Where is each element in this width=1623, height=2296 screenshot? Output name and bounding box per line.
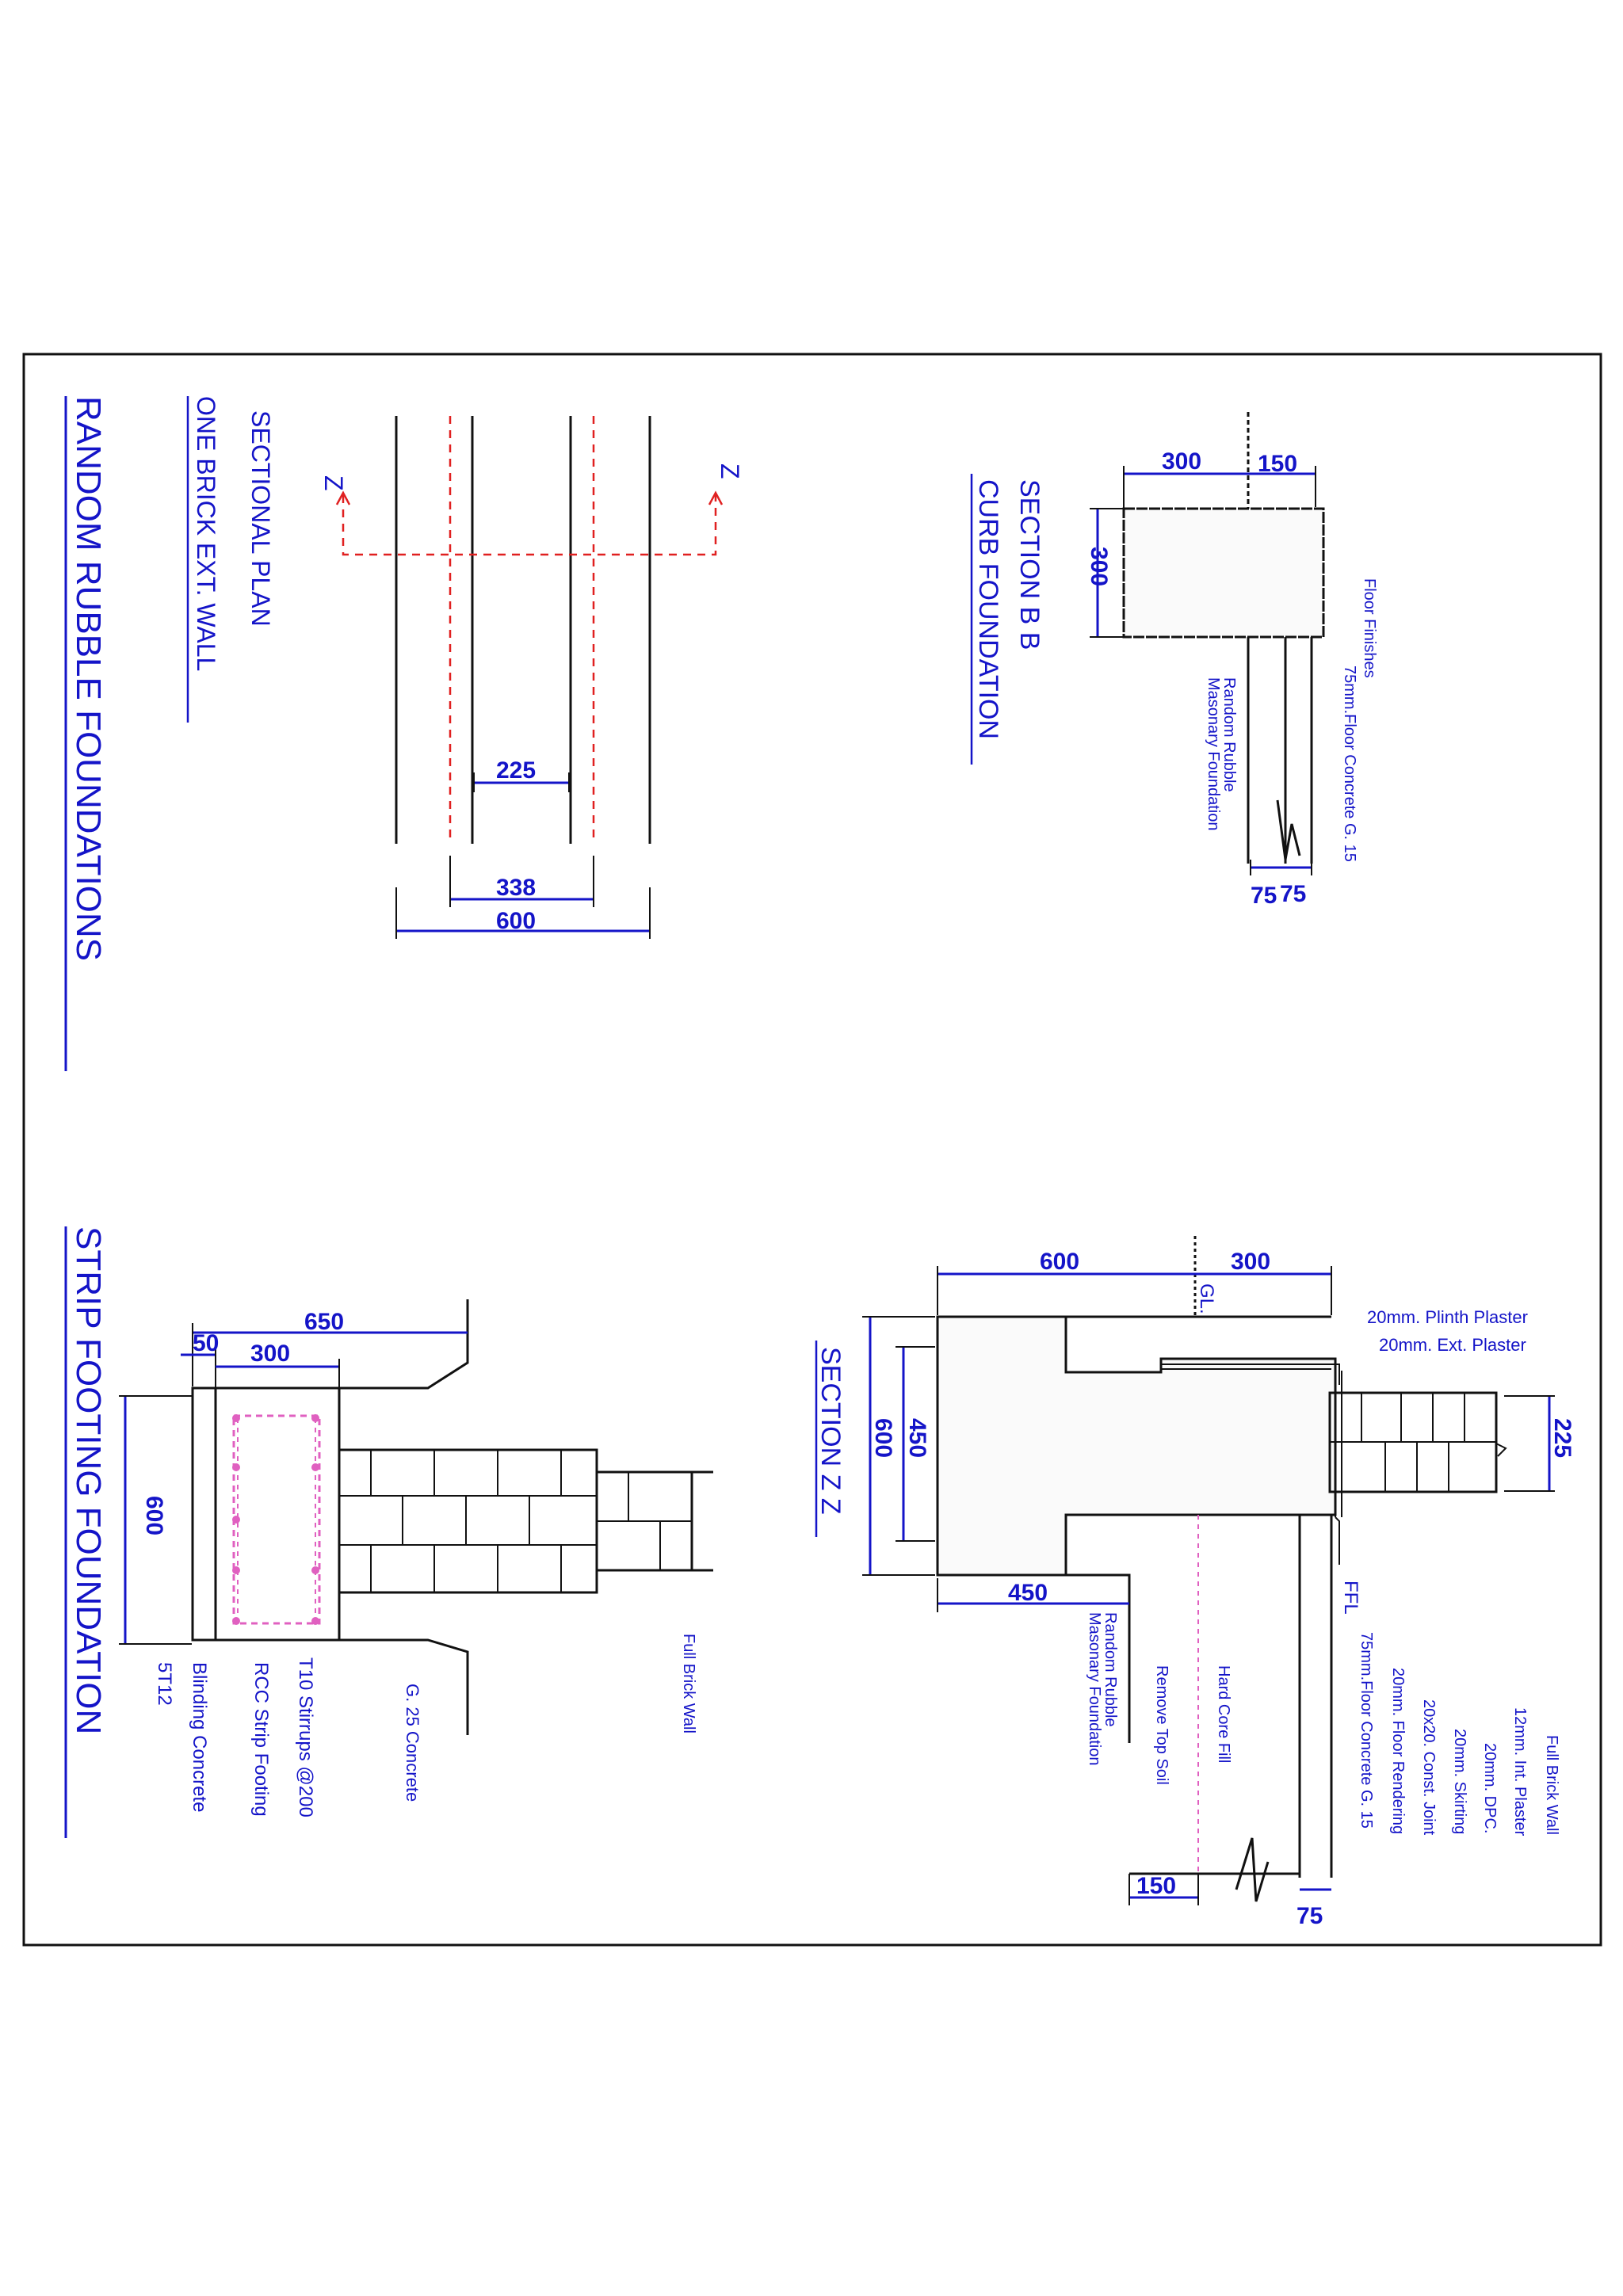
title-section-b-b: SECTION B B [1014, 479, 1044, 650]
zz-dim-450-bottom: 450 [1008, 1580, 1048, 1606]
sheet-border [22, 353, 1602, 1947]
zz-dim-600-top: 600 [1040, 1249, 1079, 1275]
zz-dim-225: 225 [1549, 1418, 1575, 1458]
label-dpc: 20mm. DPC. [1481, 1743, 1499, 1833]
label-floor-rendering: 20mm. Floor Rendering [1389, 1668, 1407, 1834]
title-sectional-plan: SECTIONAL PLAN [246, 410, 275, 627]
title-strip-footing-foundation: STRIP FOOTING FOUNDATION [69, 1226, 108, 1734]
strip-footing-section: 650 50 300 600 5T12 Blinding Concrete RC… [119, 1299, 713, 1817]
label-const-joint: 20x20. Const. Joint [1420, 1699, 1438, 1836]
plan-dim-338: 338 [496, 875, 536, 901]
strip-dim-50: 50 [193, 1330, 219, 1356]
zz-dim-150: 150 [1136, 1873, 1176, 1899]
curb-dim-75: 75 [1251, 883, 1277, 909]
label-remove-top-soil: Remove Top Soil [1153, 1665, 1170, 1785]
label-ffl: FFL [1340, 1581, 1361, 1615]
zz-dim-450-side: 450 [904, 1418, 930, 1458]
zz-dim-300-top: 300 [1231, 1249, 1270, 1275]
label-floor-concrete: 75mm.Floor Concrete G. 15 [1358, 1632, 1375, 1829]
section-marker-z: Z [319, 475, 348, 491]
strip-dim-650: 650 [304, 1309, 344, 1335]
strip-dim-600: 600 [141, 1496, 167, 1535]
sectional-plan: Z Z 225 338 600 [319, 416, 744, 939]
plan-dim-600: 600 [496, 908, 536, 934]
label-floor-concrete: 75mm.Floor Concrete G. 15 [1341, 666, 1358, 862]
label-full-brick-wall: Full Brick Wall [1543, 1735, 1560, 1835]
zz-dim-75: 75 [1296, 1903, 1323, 1929]
label-rcc-strip-footing: RCC Strip Footing [250, 1662, 272, 1817]
label-t10-stirrups: T10 Stirrups @200 [295, 1657, 316, 1817]
curb-dim-300: 300 [1162, 448, 1201, 475]
section-marker-z: Z [716, 463, 744, 479]
curb-dim-75: 75 [1280, 881, 1306, 907]
title-one-brick-ext-wall: ONE BRICK EXT. WALL [192, 396, 220, 671]
title-section-z-z: SECTION Z Z [815, 1347, 846, 1515]
label-random-rubble: Random Rubble [1220, 677, 1238, 792]
strip-dim-300: 300 [250, 1341, 290, 1367]
label-ext-plaster: 20mm. Ext. Plaster [1379, 1335, 1526, 1355]
zz-dim-600-side: 600 [870, 1418, 896, 1458]
label-blinding-concrete: Blinding Concrete [189, 1662, 210, 1812]
label-floor-finishes: Floor Finishes [1361, 578, 1378, 678]
label-g25-concrete: G. 25 Concrete [403, 1684, 422, 1802]
label-full-brick-wall: Full Brick Wall [680, 1634, 697, 1733]
plan-dim-225: 225 [496, 757, 536, 784]
label-gl: GL. [1196, 1283, 1217, 1314]
label-skirting: 20mm. Skirting [1451, 1729, 1468, 1834]
curb-section: 300 150 300 75 75 Floor Finishes 75mm.Fl… [1086, 412, 1378, 909]
label-masonary-foundation: Masonary Foundation [1205, 677, 1222, 830]
curb-dim-300-side: 300 [1086, 547, 1112, 586]
label-plinth-plaster: 20mm. Plinth Plaster [1367, 1307, 1528, 1327]
label-5t12: 5T12 [154, 1662, 175, 1706]
title-curb-foundation: CURB FOUNDATION [973, 479, 1003, 739]
curb-dim-150: 150 [1258, 451, 1297, 477]
label-int-plaster: 12mm. Int. Plaster [1511, 1707, 1529, 1836]
section-zz: 600 300 600 450 450 225 150 75 GL. FFL 2… [862, 1236, 1575, 1929]
label-masonary-foundation: Masonary Foundation [1086, 1612, 1103, 1765]
label-random-rubble: Random Rubble [1102, 1612, 1119, 1727]
label-hard-core-fill: Hard Core Fill [1215, 1665, 1232, 1763]
title-random-rubble-foundations: RANDOM RUBBLE FOUNDATIONS [69, 396, 108, 961]
